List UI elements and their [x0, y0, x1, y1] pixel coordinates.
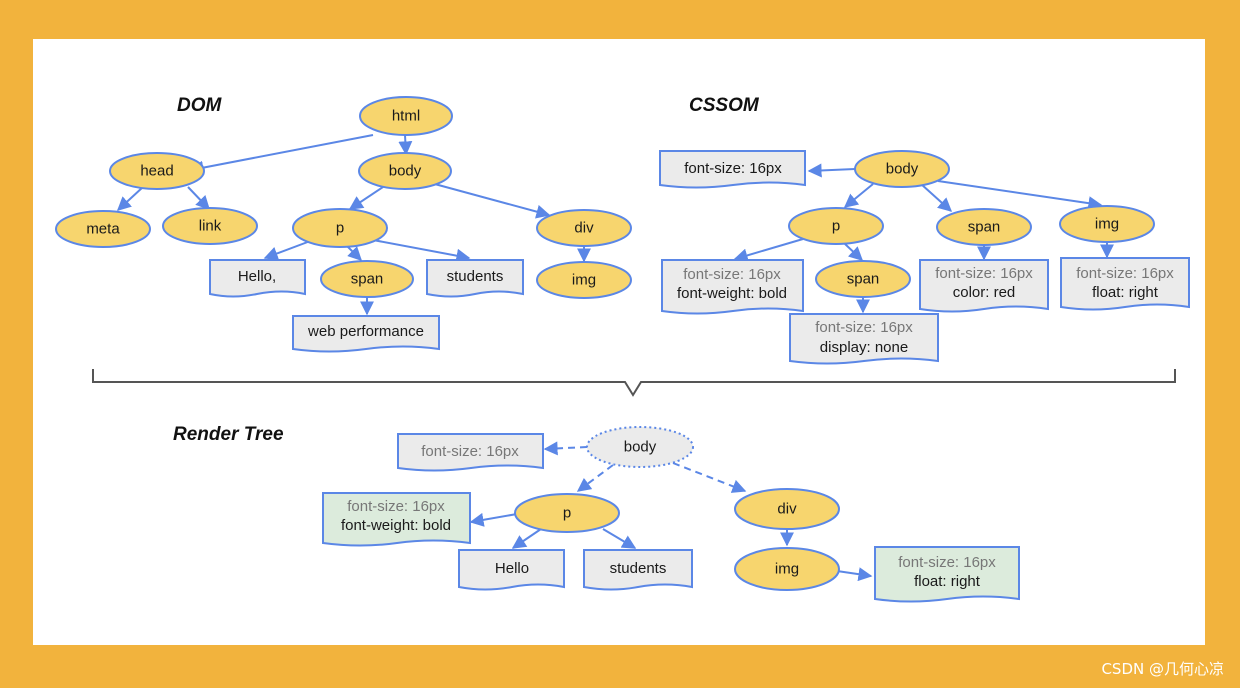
render-tree-title: Render Tree: [173, 424, 284, 445]
dom-text-web-performance-label: web performance: [307, 323, 424, 340]
rt-p-style-line1: font-size: 16px: [347, 498, 445, 515]
render-tree-edges: [469, 441, 873, 582]
rt-node-div: div: [734, 488, 840, 530]
edge-p-students: [372, 239, 471, 263]
cssom-node-span: span: [936, 208, 1032, 246]
rt-text-hello: Hello: [458, 549, 565, 591]
cssom-title: CSSOM: [689, 95, 760, 116]
merge-brace: [92, 369, 1176, 397]
dom-text-students: students: [426, 259, 524, 298]
edge-head-meta: [116, 186, 144, 211]
cssom-node-img-label: img: [1095, 216, 1119, 233]
cssom-body-style: font-size: 16px: [659, 150, 806, 189]
edge-body-p: [348, 186, 384, 210]
edge-html-body: [398, 134, 413, 156]
rt-body-style: font-size: 16px: [397, 433, 544, 472]
dom-node-head-label: head: [140, 163, 173, 180]
csdn-watermark: CSDN @几何心凉: [1101, 660, 1224, 678]
pipeline-diagram: DOM CSSOM Render Tree html head body met…: [55, 95, 1190, 603]
dom-node-span-label: span: [351, 271, 384, 288]
edge-rt-p-students: [602, 528, 637, 549]
edge-p-hello: [263, 239, 314, 261]
dom-node-p: p: [292, 208, 388, 248]
edge-cssom-body-style: [807, 163, 856, 178]
cssom-node-p-label: p: [832, 218, 840, 235]
dom-edges: [116, 134, 591, 316]
rt-p-style-line2: font-weight: bold: [341, 517, 451, 534]
edge-rt-body-style: [543, 441, 588, 456]
edge-cssom-body-img: [937, 180, 1103, 211]
diagram-panel: DOM CSSOM Render Tree html head body met…: [33, 39, 1205, 645]
rt-node-img: img: [734, 547, 840, 591]
rt-node-img-label: img: [775, 561, 799, 578]
rt-body-style-label: font-size: 16px: [421, 443, 519, 460]
dom-node-img: img: [536, 261, 632, 299]
rt-img-style-line2: float: right: [914, 573, 981, 590]
dom-title: DOM: [177, 95, 223, 116]
dom-node-div-label: div: [574, 220, 594, 237]
edge-cssom-body-p: [843, 183, 874, 208]
dom-node-head: head: [109, 152, 205, 190]
cssom-p-span-style-line2: display: none: [820, 339, 908, 356]
cssom-span-style-line2: color: red: [953, 284, 1016, 301]
dom-node-body-label: body: [389, 163, 422, 180]
dom-text-students-label: students: [447, 268, 504, 285]
cssom-node-p-span-label: span: [847, 271, 880, 288]
cssom-p-style: font-size: 16px font-weight: bold: [661, 259, 804, 315]
cssom-node-body-label: body: [886, 161, 919, 178]
dom-node-link-label: link: [199, 218, 222, 235]
edge-head-link: [187, 186, 210, 211]
cssom-body-style-label: font-size: 16px: [684, 160, 782, 177]
edge-rt-p-hello: [511, 528, 542, 549]
dom-text-web-performance: web performance: [292, 315, 440, 353]
cssom-p-style-line1: font-size: 16px: [683, 266, 781, 283]
dom-node-body: body: [358, 152, 452, 190]
rt-img-style-line1: font-size: 16px: [898, 554, 996, 571]
dom-text-hello-label: Hello,: [238, 268, 276, 285]
rt-node-body: body: [586, 426, 694, 468]
rt-text-students-label: students: [610, 560, 667, 577]
cssom-span-style: font-size: 16px color: red: [919, 259, 1049, 313]
rt-text-students: students: [583, 549, 693, 591]
edge-html-head: [189, 134, 374, 175]
rt-node-body-label: body: [624, 439, 657, 456]
rt-p-style: font-size: 16px font-weight: bold: [322, 492, 471, 547]
edge-cssom-p-style: [733, 238, 804, 263]
cssom-img-style: font-size: 16px float: right: [1060, 257, 1190, 311]
dom-node-html-label: html: [392, 108, 420, 125]
cssom-p-span-style: font-size: 16px display: none: [789, 313, 939, 365]
cssom-p-span-style-line1: font-size: 16px: [815, 319, 913, 336]
edge-cssom-p-span: [844, 243, 864, 261]
edge-rt-body-div: [672, 462, 747, 493]
edge-rt-img-style: [836, 567, 873, 582]
cssom-node-span-label: span: [968, 219, 1001, 236]
dom-node-img-label: img: [572, 272, 596, 289]
cssom-node-p-span: span: [815, 260, 911, 298]
cssom-img-style-line2: float: right: [1092, 284, 1159, 301]
cssom-edges: [733, 163, 1114, 314]
cssom-img-style-line1: font-size: 16px: [1076, 265, 1174, 282]
cssom-node-p: p: [788, 207, 884, 245]
rt-text-hello-label: Hello: [495, 560, 529, 577]
rt-node-p: p: [514, 493, 620, 533]
dom-node-meta-label: meta: [86, 221, 120, 238]
dom-node-meta: meta: [55, 210, 151, 248]
cssom-span-style-line1: font-size: 16px: [935, 265, 1033, 282]
dom-text-hello: Hello,: [209, 259, 306, 298]
rt-node-p-label: p: [563, 505, 571, 522]
edge-rt-body-p: [576, 464, 614, 492]
edge-cssom-body-span: [920, 183, 953, 212]
dom-node-div: div: [536, 209, 632, 247]
dom-node-p-label: p: [336, 220, 344, 237]
cssom-node-img: img: [1059, 205, 1155, 243]
dom-node-span: span: [320, 260, 414, 298]
edge-body-div: [430, 182, 551, 219]
dom-node-link: link: [162, 207, 258, 245]
rt-node-div-label: div: [777, 501, 797, 518]
cssom-node-body: body: [854, 150, 950, 188]
rt-img-style: font-size: 16px float: right: [874, 546, 1020, 603]
edge-rt-p-style: [469, 512, 518, 527]
dom-node-html: html: [359, 96, 453, 136]
cssom-p-style-line2: font-weight: bold: [677, 285, 787, 302]
